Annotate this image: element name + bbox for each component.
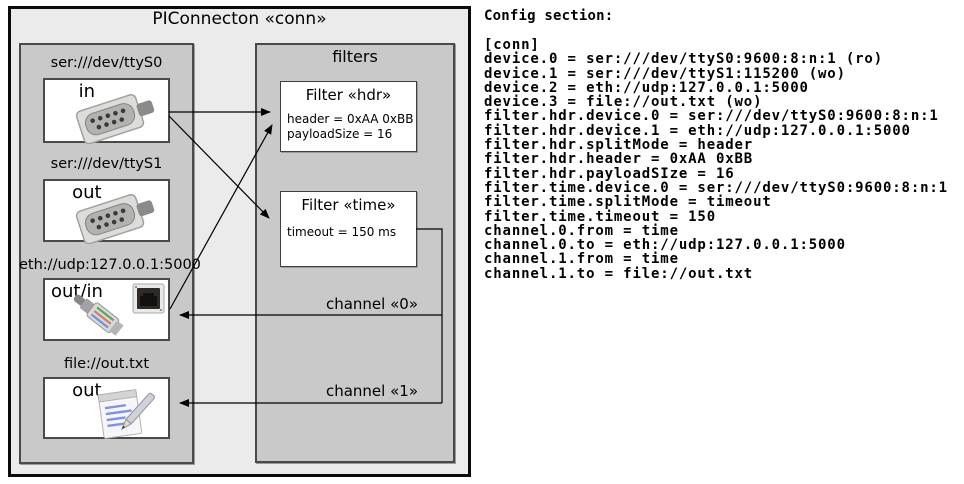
device-direction: out	[72, 182, 102, 203]
serial-connector-icon	[75, 94, 155, 144]
device-label-eth: eth://udp:127.0.0.1:5000	[19, 257, 201, 273]
config-line: filter.hdr.payloadSIze = 16	[484, 165, 735, 182]
channel-1-label: channel «1»	[325, 382, 418, 400]
device-box-eth: out/in	[43, 278, 170, 341]
filter-attribute: header = 0xAA 0xBB	[287, 112, 414, 126]
config-listing: [conn] device.0 = ser:///dev/ttyS0:9600:…	[484, 38, 948, 281]
config-line: channel.1.from = time	[484, 251, 679, 268]
ethernet-icon	[73, 283, 165, 336]
filter-box-time: Filter «time» timeout = 150 ms	[280, 191, 417, 267]
device-direction: in	[78, 81, 96, 102]
config-heading: Config section:	[484, 8, 614, 24]
filters-group-title: filters	[332, 47, 378, 66]
config-line: device.1 = ser:///dev/ttyS1:115200 (wo)	[484, 65, 846, 82]
config-line: channel.0.to = eth://udp:127.0.0.1:5000	[484, 237, 846, 254]
config-line: filter.hdr.device.1 = eth://udp:127.0.0.…	[484, 122, 911, 139]
device-box-ttys1: out	[43, 179, 170, 244]
filter-box-hdr: Filter «hdr» header = 0xAA 0xBB payloadS…	[280, 81, 417, 152]
config-line: filter.hdr.device.0 = ser:///dev/ttyS0:9…	[484, 108, 939, 125]
config-line: [conn]	[484, 37, 540, 53]
device-direction: out	[72, 380, 102, 401]
device-label-ttys1: ser:///dev/ttyS1	[50, 156, 163, 172]
filter-title: Filter «time»	[301, 196, 396, 214]
config-panel: Config section: [conn] device.0 = ser://…	[480, 0, 964, 300]
filter-attribute: timeout = 150 ms	[287, 225, 397, 239]
device-box-ttys0: in	[43, 78, 170, 144]
device-box-file: out	[43, 377, 170, 439]
config-line: channel.0.from = time	[484, 222, 679, 239]
config-line: filter.hdr.splitMode = header	[484, 137, 754, 154]
device-label-ttys0: ser:///dev/ttyS0	[50, 55, 163, 71]
config-line: filter.time.timeout = 150	[484, 208, 716, 225]
notepad-icon	[97, 389, 155, 439]
config-line: filter.hdr.header = 0xAA 0xBB	[484, 151, 754, 168]
config-line: filter.time.device.0 = ser:///dev/ttyS0:…	[484, 179, 948, 196]
filter-attribute: payloadSize = 16	[287, 127, 393, 141]
config-line: filter.time.splitMode = timeout	[484, 194, 772, 211]
device-label-file: file://out.txt	[63, 356, 150, 372]
filter-title: Filter «hdr»	[305, 86, 392, 104]
serial-connector-icon	[75, 194, 155, 244]
config-line: device.2 = eth://udp:127.0.0.1:5000	[484, 79, 809, 96]
channel-0-label: channel «0»	[325, 295, 418, 313]
diagram-title: PIConnecton «conn»	[152, 9, 327, 29]
device-direction: out/in	[51, 281, 103, 302]
config-line: device.0 = ser:///dev/ttyS0:9600:8:n:1 (…	[484, 51, 883, 68]
config-line: device.3 = file://out.txt (wo)	[484, 94, 763, 111]
config-line: channel.1.to = file://out.txt	[484, 265, 754, 282]
